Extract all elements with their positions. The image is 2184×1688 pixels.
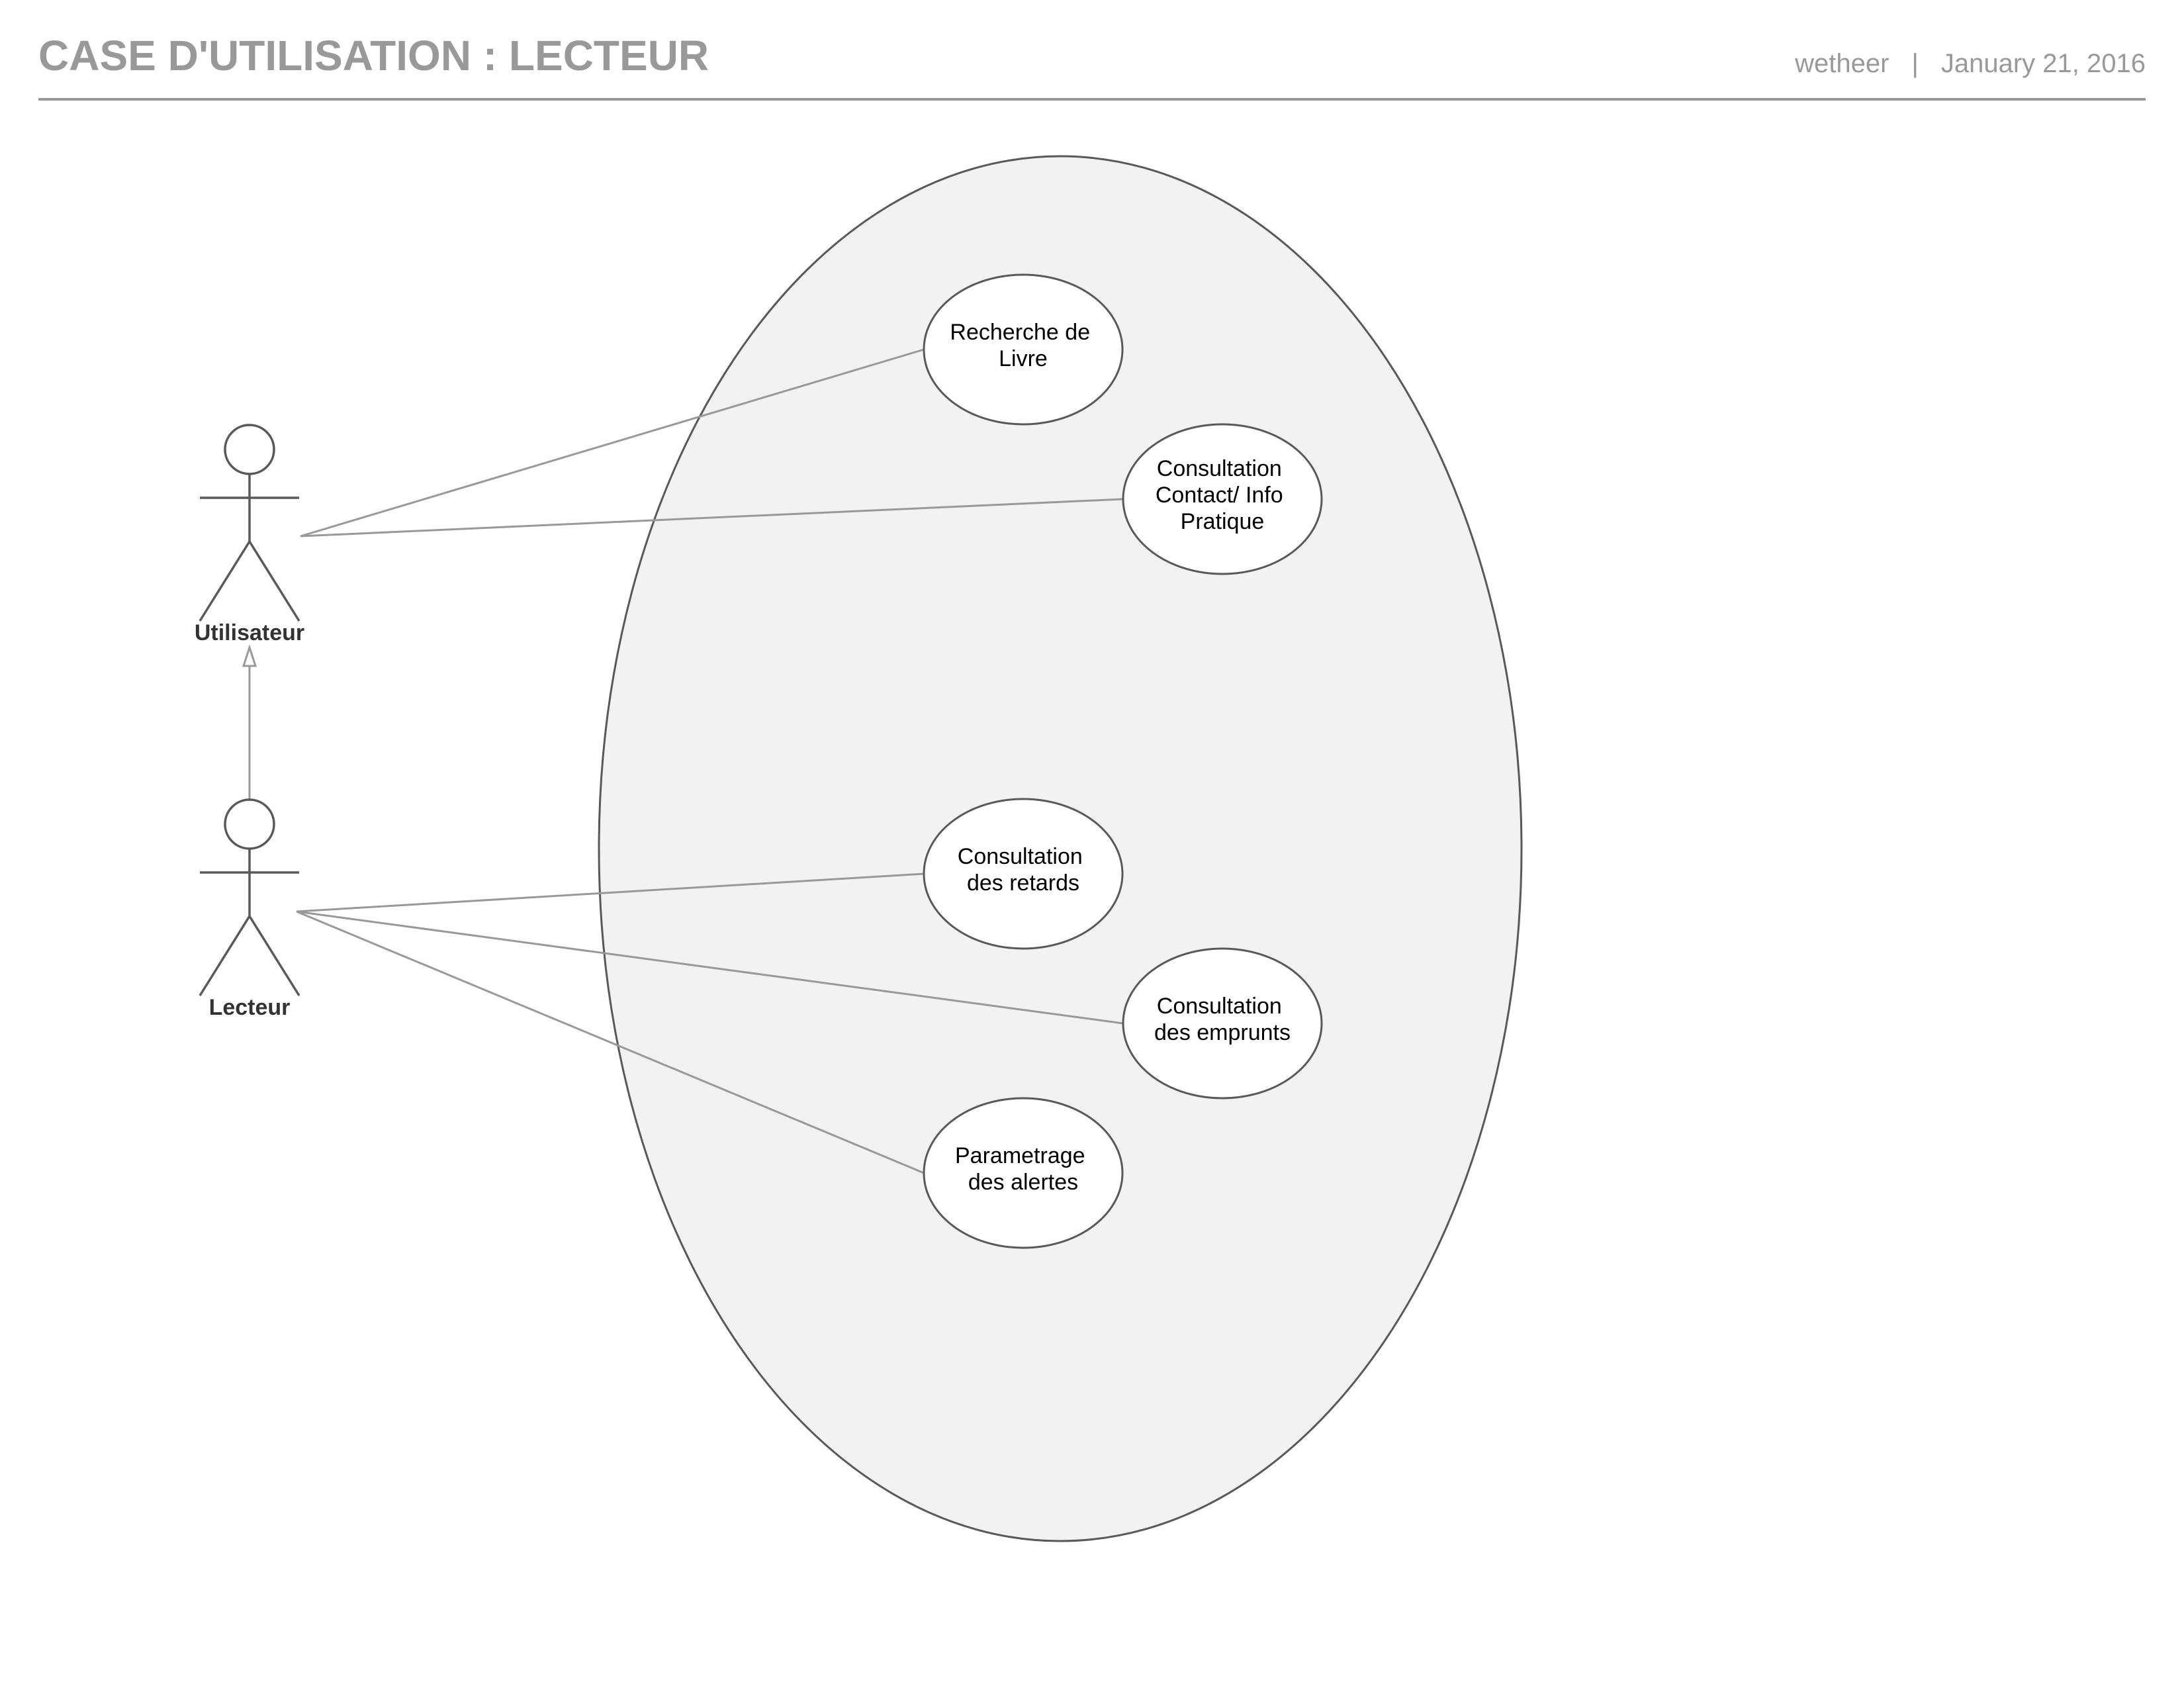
use-case-label: Pratique [1181,509,1265,534]
use-case-label: Consultation [958,844,1083,869]
svg-text:Parametrage des alertes: Parametrage des alertes [955,1143,1091,1195]
actor-head [224,798,275,850]
use-case-contact: Consultation Contact/ Info Pratique [1122,423,1323,575]
use-case-label: des emprunts [1154,1020,1291,1045]
header-separator: | [1911,49,1919,78]
actor-head [224,424,275,475]
use-case-label: Recherche de [950,320,1090,345]
use-case-label: Consultation [1157,456,1282,481]
use-case-label: Contact/ Info [1156,483,1283,508]
generalization-arrow [242,644,257,799]
association-lecteur-emprunts [296,910,1124,1025]
svg-text:Recherche de Livre: Recherche de Livre [950,320,1096,371]
actor-label-utilisateur: Utilisateur [195,620,304,645]
use-case-label: des alertes [968,1170,1078,1195]
use-case-label: des retards [967,870,1079,896]
association-utilisateur-contact [300,498,1124,538]
use-case-recherche: Recherche de Livre [923,273,1124,426]
svg-text:Consultation des retards: Consultation des retards [958,844,1089,896]
header-divider [38,98,2146,101]
svg-text:Consultation des emprunt: Consultation des emprunts [1154,994,1291,1045]
association-lecteur-retards [296,872,925,913]
header-meta: wetheer | January 21, 2016 [1795,50,2146,77]
use-case-label: Parametrage [955,1143,1085,1168]
association-utilisateur-recherche [300,348,925,538]
use-case-alertes: Parametrage des alertes [923,1097,1124,1249]
page-title: CASE D'UTILISATION : LECTEUR [38,32,709,79]
document-date: January 21, 2016 [1940,49,2146,78]
use-case-label: Consultation [1157,994,1282,1019]
use-case-retards: Consultation des retards [923,798,1124,950]
association-lecteur-alertes [296,910,925,1174]
use-case-label: Livre [999,346,1048,371]
actor-lecteur [199,798,300,996]
use-case-emprunts: Consultation des emprunts [1122,947,1323,1100]
svg-text:Consultation Contact/ In: Consultation Contact/ Info Pratique [1156,456,1289,534]
author-name: wetheer [1795,49,1889,78]
actor-label-lecteur: Lecteur [209,995,291,1020]
generalization-arrowhead [242,644,257,667]
associations [296,348,1124,1174]
actor-utilisateur [199,424,300,622]
